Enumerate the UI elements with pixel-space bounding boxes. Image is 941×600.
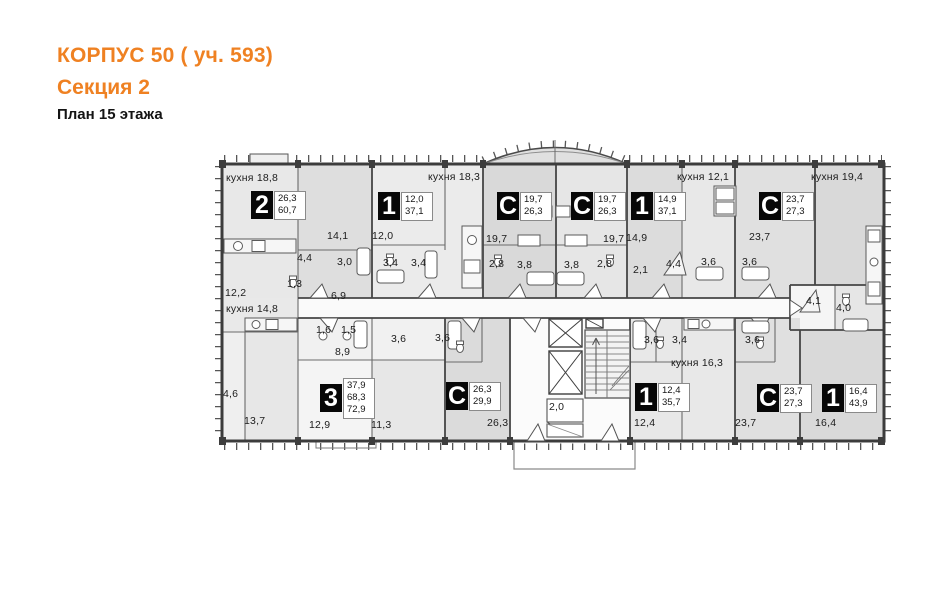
- stair-up-arrow: [592, 337, 600, 394]
- floor-title: План 15 этажа: [57, 106, 163, 123]
- arch-balcony: [482, 140, 628, 165]
- building-title: КОРПУС 50 ( уч. 593): [57, 44, 273, 67]
- fixtures: [223, 185, 883, 353]
- elevator-shafts: [548, 318, 604, 395]
- balcony-rail: [315, 441, 377, 449]
- vestibule-lobby: [546, 398, 584, 438]
- title-block: КОРПУС 50 ( уч. 593) Секция 2 План 15 эт…: [57, 44, 273, 123]
- section-title: Секция 2: [57, 76, 150, 99]
- interior-walls-main: [298, 164, 884, 441]
- outer-walls: [220, 162, 886, 443]
- staircase: [584, 329, 631, 399]
- entrance-canopy: [513, 441, 636, 470]
- pilasters: [219, 160, 885, 445]
